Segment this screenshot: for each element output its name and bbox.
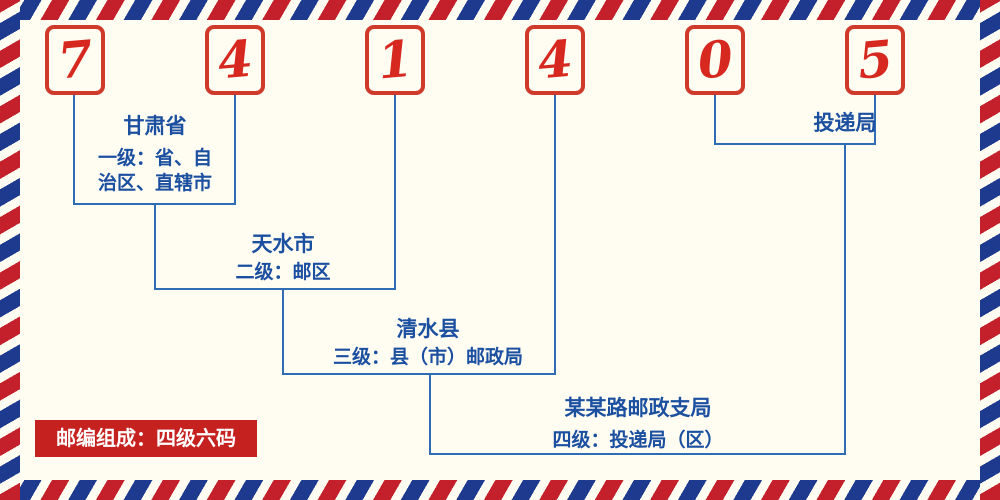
digit-box-2: 4 [205, 25, 265, 95]
province-desc-line1: 一级：省、自 [97, 147, 212, 169]
digit-box-5: 0 [685, 25, 745, 95]
airmail-border-top [0, 0, 1000, 20]
connector-line [714, 95, 716, 145]
city-label: 天水市 [251, 232, 315, 256]
postal-composition-badge: 邮编组成：四级六码 [35, 420, 257, 457]
county-desc: 三级：县（市）邮政局 [332, 346, 523, 368]
connector-line [73, 95, 75, 205]
connector-line [282, 373, 556, 375]
connector-line [394, 95, 396, 290]
connector-line [429, 453, 846, 455]
digit-2: 4 [215, 28, 255, 91]
connector-line [429, 375, 431, 455]
airmail-border-bottom [0, 480, 1000, 500]
connector-line [714, 143, 876, 145]
connector-line [234, 95, 236, 205]
digit-box-6: 5 [845, 25, 905, 95]
connector-line [844, 145, 846, 455]
airmail-border-right [980, 0, 1000, 500]
city-desc: 二级：邮区 [235, 261, 331, 283]
digit-5: 0 [695, 28, 735, 91]
delivery-bureau-label: 投递局 [813, 111, 877, 135]
digit-6: 5 [855, 28, 895, 91]
digit-1: 7 [55, 28, 95, 91]
airmail-border-left [0, 0, 20, 500]
connector-line [73, 203, 236, 205]
digit-box-4: 4 [525, 25, 585, 95]
connector-line [282, 290, 284, 375]
digit-box-1: 7 [45, 25, 105, 95]
connector-line [554, 95, 556, 375]
digit-3: 1 [375, 28, 415, 91]
digit-box-3: 1 [365, 25, 425, 95]
digit-4: 4 [535, 28, 575, 91]
branch-label: 某某路邮政支局 [564, 396, 712, 420]
connector-line [154, 288, 396, 290]
branch-desc: 四级：投递局（区） [552, 429, 724, 451]
province-desc-line2: 治区、直辖市 [97, 172, 212, 194]
province-label: 甘肃省 [123, 114, 187, 138]
connector-line [874, 95, 876, 145]
county-label: 清水县 [396, 317, 460, 341]
connector-line [154, 205, 156, 290]
